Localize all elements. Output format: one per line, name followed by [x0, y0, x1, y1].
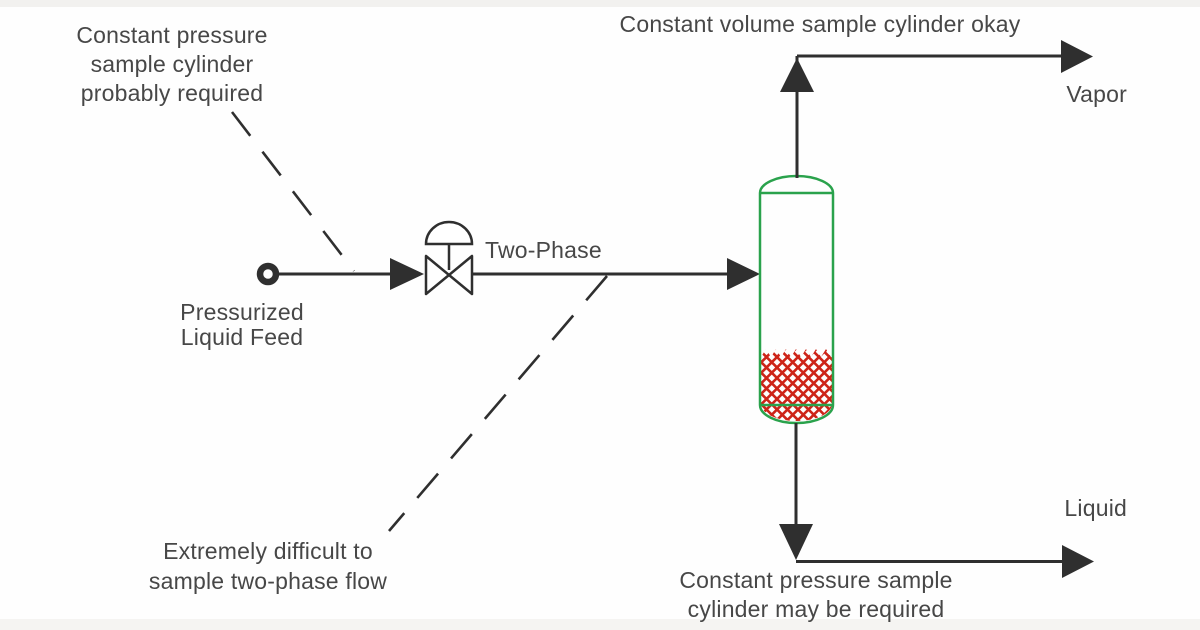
annotation-line: sample cylinder — [90, 51, 254, 77]
vessel-top-dome — [758, 174, 835, 194]
liquid-outlet-arrowhead — [1062, 545, 1094, 578]
vapor-up-arrowhead — [780, 58, 814, 92]
vapor-label: Vapor — [1066, 81, 1127, 107]
vessel-inlet-arrowhead — [727, 258, 760, 290]
annotation-constant-pressure-may-be-required: Constant pressure sample cylinder may be… — [672, 566, 960, 624]
annotation-constant-pressure-probably-required: Constant pressure sample cylinder probab… — [40, 21, 304, 108]
feed-label-line: Pressurized — [180, 299, 304, 325]
annotation-line: Constant pressure — [76, 22, 268, 48]
annotation-line: probably required — [80, 80, 264, 106]
vessel-bottom-dome — [758, 404, 835, 425]
callout-dashed-line-lower — [388, 275, 608, 532]
valve-actuator-dome-icon — [424, 220, 474, 246]
annotation-line: sample two-phase flow — [148, 568, 388, 594]
annotation-constant-volume-okay: Constant volume sample cylinder okay — [619, 11, 1021, 37]
annotation-line: cylinder may be required — [687, 596, 945, 622]
annotation-line: Extremely difficult to — [163, 538, 373, 564]
feed-flow-arrowhead — [390, 258, 424, 290]
valve-body-right-triangle — [447, 254, 474, 296]
liquid-down-arrowhead — [779, 524, 813, 560]
two-phase-label: Two-Phase — [485, 237, 602, 263]
valve-body-left-triangle — [424, 254, 451, 296]
callout-dashed-line-upper — [230, 111, 356, 272]
annotation-line: Constant pressure sample — [679, 567, 953, 593]
top-strip — [0, 0, 1200, 7]
feed-port-circle-icon — [256, 262, 280, 286]
control-valve-icon — [424, 220, 474, 296]
liquid-packing-crosshatch — [761, 349, 832, 421]
annotation-extremely-difficult: Extremely difficult to sample two-phase … — [137, 536, 399, 596]
vapor-outlet-arrowhead — [1061, 40, 1093, 73]
feed-label-line: Liquid Feed — [180, 324, 304, 350]
bottom-strip — [0, 619, 1200, 630]
pressurized-liquid-feed-label: Pressurized Liquid Feed — [142, 300, 342, 350]
liquid-label: Liquid — [1064, 495, 1127, 521]
